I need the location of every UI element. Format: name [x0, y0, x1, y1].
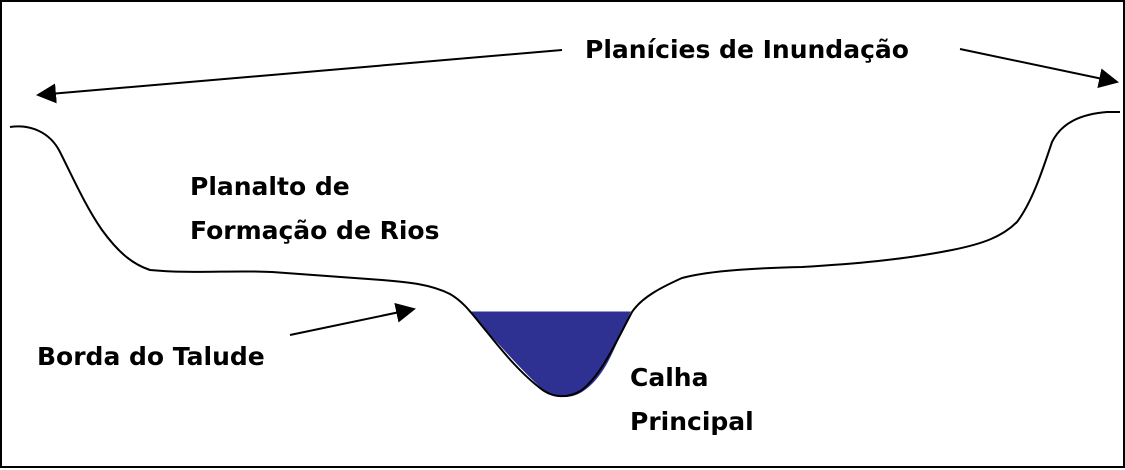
main-channel-water [468, 311, 631, 397]
plateau-label-line1: Planalto de [190, 172, 350, 201]
bank-edge-label: Borda do Talude [37, 342, 265, 371]
floodplain-arrow-left [36, 49, 563, 104]
floodplains-label: Planícies de Inundação [585, 35, 909, 64]
main-channel-label-line1: Calha [630, 363, 709, 392]
floodplain-arrow-right [959, 48, 1119, 89]
terrain-profile-line [9, 111, 1120, 398]
main-channel-label-line2: Principal [630, 407, 754, 436]
bank-edge-arrow [289, 302, 416, 336]
plateau-label-line2: Formação de Rios [190, 216, 440, 245]
